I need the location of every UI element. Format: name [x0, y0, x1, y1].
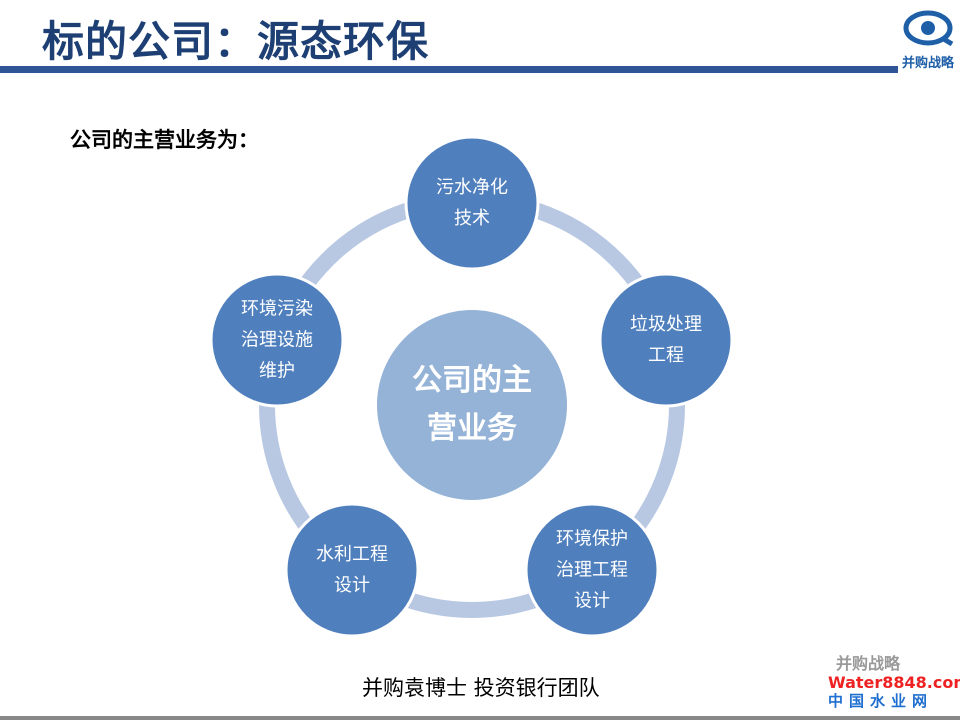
- node-label-line: 维护: [259, 360, 295, 382]
- node-label: 环境污染治理设施维护: [217, 294, 337, 387]
- page-title: 标的公司：源态环保: [42, 17, 430, 66]
- node-label-line: 污水净化: [436, 177, 508, 198]
- node-circle: [598, 272, 734, 408]
- node-label-line: 治理工程: [556, 559, 628, 581]
- node-label-line: 垃圾处理: [630, 314, 702, 335]
- center-line: 营业务: [427, 411, 517, 446]
- node-label-line: 水利工程: [316, 544, 388, 565]
- node-label-line: 治理设施: [241, 329, 313, 351]
- logo-text: 并购战略: [901, 56, 954, 71]
- eye-icon: [903, 10, 954, 47]
- node-label-line: 技术: [454, 208, 490, 229]
- node-label: 污水净化技术: [412, 172, 532, 234]
- center-circle: [377, 310, 567, 500]
- center-label: 公司的主 营业务: [387, 357, 557, 453]
- node-circle: [209, 272, 345, 408]
- node-label-line: 设计: [334, 575, 370, 596]
- watermark: 并购战略 Water8848.com 中国水业网: [800, 654, 960, 711]
- bottom-border: [0, 716, 960, 720]
- node-circle: [524, 502, 660, 638]
- node-label-line: 工程: [648, 345, 684, 366]
- brand-logo: 并购战略: [898, 6, 958, 72]
- node-label-line: 设计: [574, 590, 610, 612]
- wechat-watermark: 并购战略: [836, 654, 901, 673]
- center-line: 公司的主: [412, 363, 532, 398]
- node-circle: [284, 502, 420, 638]
- node-label-line: 环境污染: [241, 298, 313, 320]
- node-label: 水利工程设计: [292, 539, 412, 601]
- site-cn-watermark: 中国水业网: [828, 692, 934, 710]
- node-label-line: 环境保护: [556, 528, 628, 550]
- node-circle: [404, 135, 540, 271]
- section-subtitle: 公司的主营业务为：: [70, 128, 259, 152]
- site-watermark: Water8848.com: [828, 673, 960, 692]
- node-label: 环境保护治理工程设计: [532, 524, 652, 617]
- header-divider: [0, 66, 898, 73]
- node-label: 垃圾处理工程: [606, 309, 726, 371]
- footer-text: 并购袁博士 投资银行团队: [362, 676, 600, 700]
